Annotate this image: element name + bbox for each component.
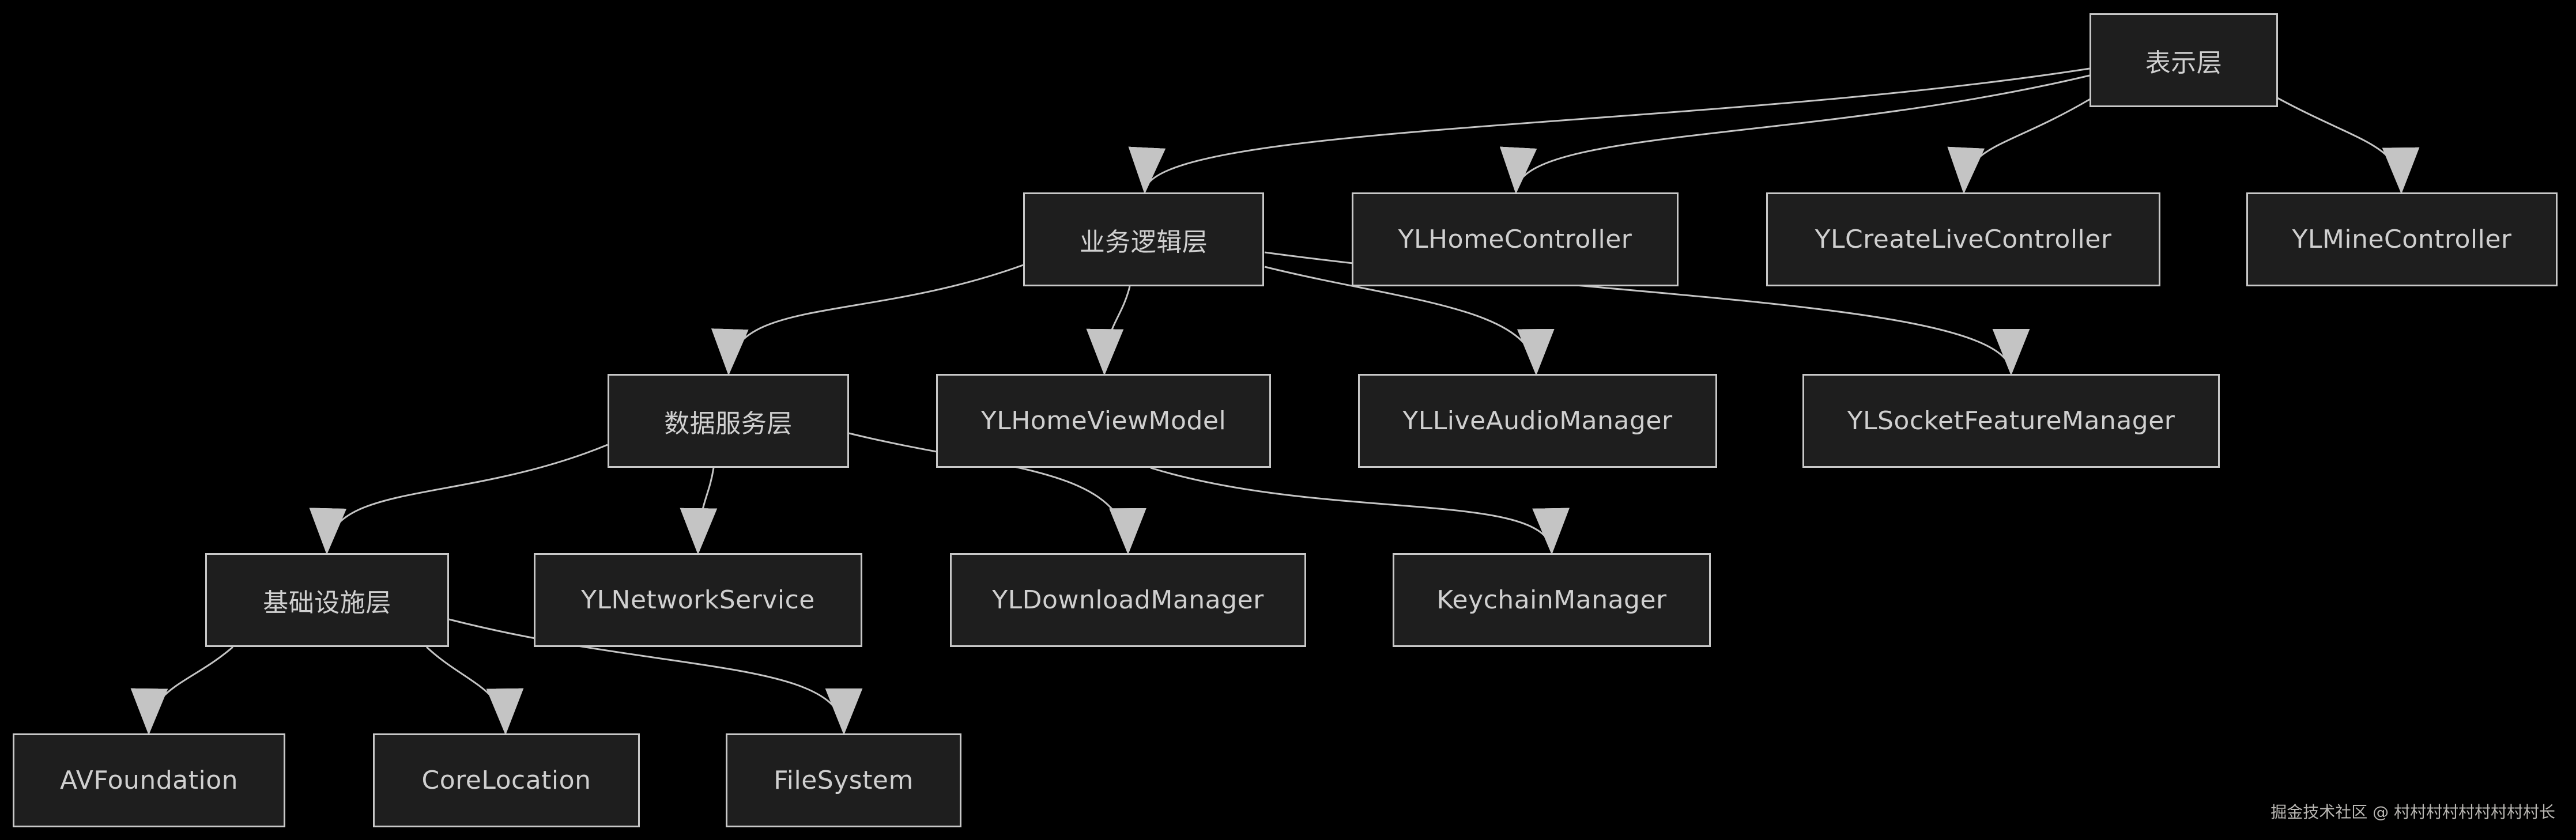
node-label-network-service: YLNetworkService <box>581 585 815 615</box>
node-label-keychain-manager: KeychainManager <box>1436 585 1667 615</box>
node-filesystem: FileSystem <box>726 733 961 827</box>
edge-infrastructure-to-avfoundation <box>130 646 233 736</box>
edge-infrastructure-to-corelocation <box>425 646 524 736</box>
node-live-audio-manager: YLLiveAudioManager <box>1358 374 1717 468</box>
edge-data-service-to-infrastructure <box>309 444 608 555</box>
edge-business-to-home-viewmodel <box>1086 286 1131 376</box>
edge-business-to-live-audio-manager <box>1264 266 1555 376</box>
edge-data-service-to-download-manager <box>848 432 1146 555</box>
node-label-presentation: 表示层 <box>2145 48 2223 78</box>
node-label-home-controller: YLHomeController <box>1398 225 1632 254</box>
node-socket-feature-manager: YLSocketFeatureManager <box>1802 374 2220 468</box>
node-label-infrastructure: 基础设施层 <box>263 588 391 618</box>
node-download-manager: YLDownloadManager <box>950 553 1306 647</box>
node-label-home-viewmodel: YLHomeViewModel <box>980 406 1227 436</box>
edge-data-service-to-network-service <box>680 467 718 555</box>
node-infrastructure: 基础设施层 <box>205 553 449 647</box>
node-home-viewmodel: YLHomeViewModel <box>936 374 1271 468</box>
node-label-data-service: 数据服务层 <box>664 408 793 438</box>
node-label-create-live-controller: YLCreateLiveController <box>1815 225 2112 254</box>
edge-presentation-to-home-controller <box>1500 74 2090 195</box>
node-business: 业务逻辑层 <box>1023 192 1264 286</box>
node-keychain-manager: KeychainManager <box>1393 553 1711 647</box>
node-label-download-manager: YLDownloadManager <box>992 585 1264 615</box>
watermark: 掘金技术社区 @ 村村村村村村村村村长 <box>2270 803 2555 822</box>
edge-business-to-data-service <box>711 264 1024 376</box>
edge-presentation-to-business <box>1129 67 2090 195</box>
edge-presentation-to-create-live-controller <box>1947 98 2091 195</box>
node-corelocation: CoreLocation <box>373 733 640 827</box>
node-label-mine-controller: YLMineController <box>2292 225 2512 254</box>
node-label-avfoundation: AVFoundation <box>60 766 238 795</box>
node-avfoundation: AVFoundation <box>13 733 285 827</box>
edge-presentation-to-mine-controller <box>2277 97 2420 195</box>
node-home-controller: YLHomeController <box>1352 192 1679 286</box>
node-label-filesystem: FileSystem <box>774 766 914 795</box>
node-label-live-audio-manager: YLLiveAudioManager <box>1402 406 1673 436</box>
node-presentation: 表示层 <box>2090 13 2278 107</box>
node-label-business: 业务逻辑层 <box>1079 227 1208 257</box>
node-create-live-controller: YLCreateLiveController <box>1766 192 2160 286</box>
node-label-corelocation: CoreLocation <box>421 766 591 795</box>
node-label-socket-feature-manager: YLSocketFeatureManager <box>1847 406 2175 436</box>
edge-home-viewmodel-to-keychain-manager <box>1150 467 1570 555</box>
node-mine-controller: YLMineController <box>2246 192 2558 286</box>
node-data-service: 数据服务层 <box>608 374 849 468</box>
node-network-service: YLNetworkService <box>534 553 862 647</box>
